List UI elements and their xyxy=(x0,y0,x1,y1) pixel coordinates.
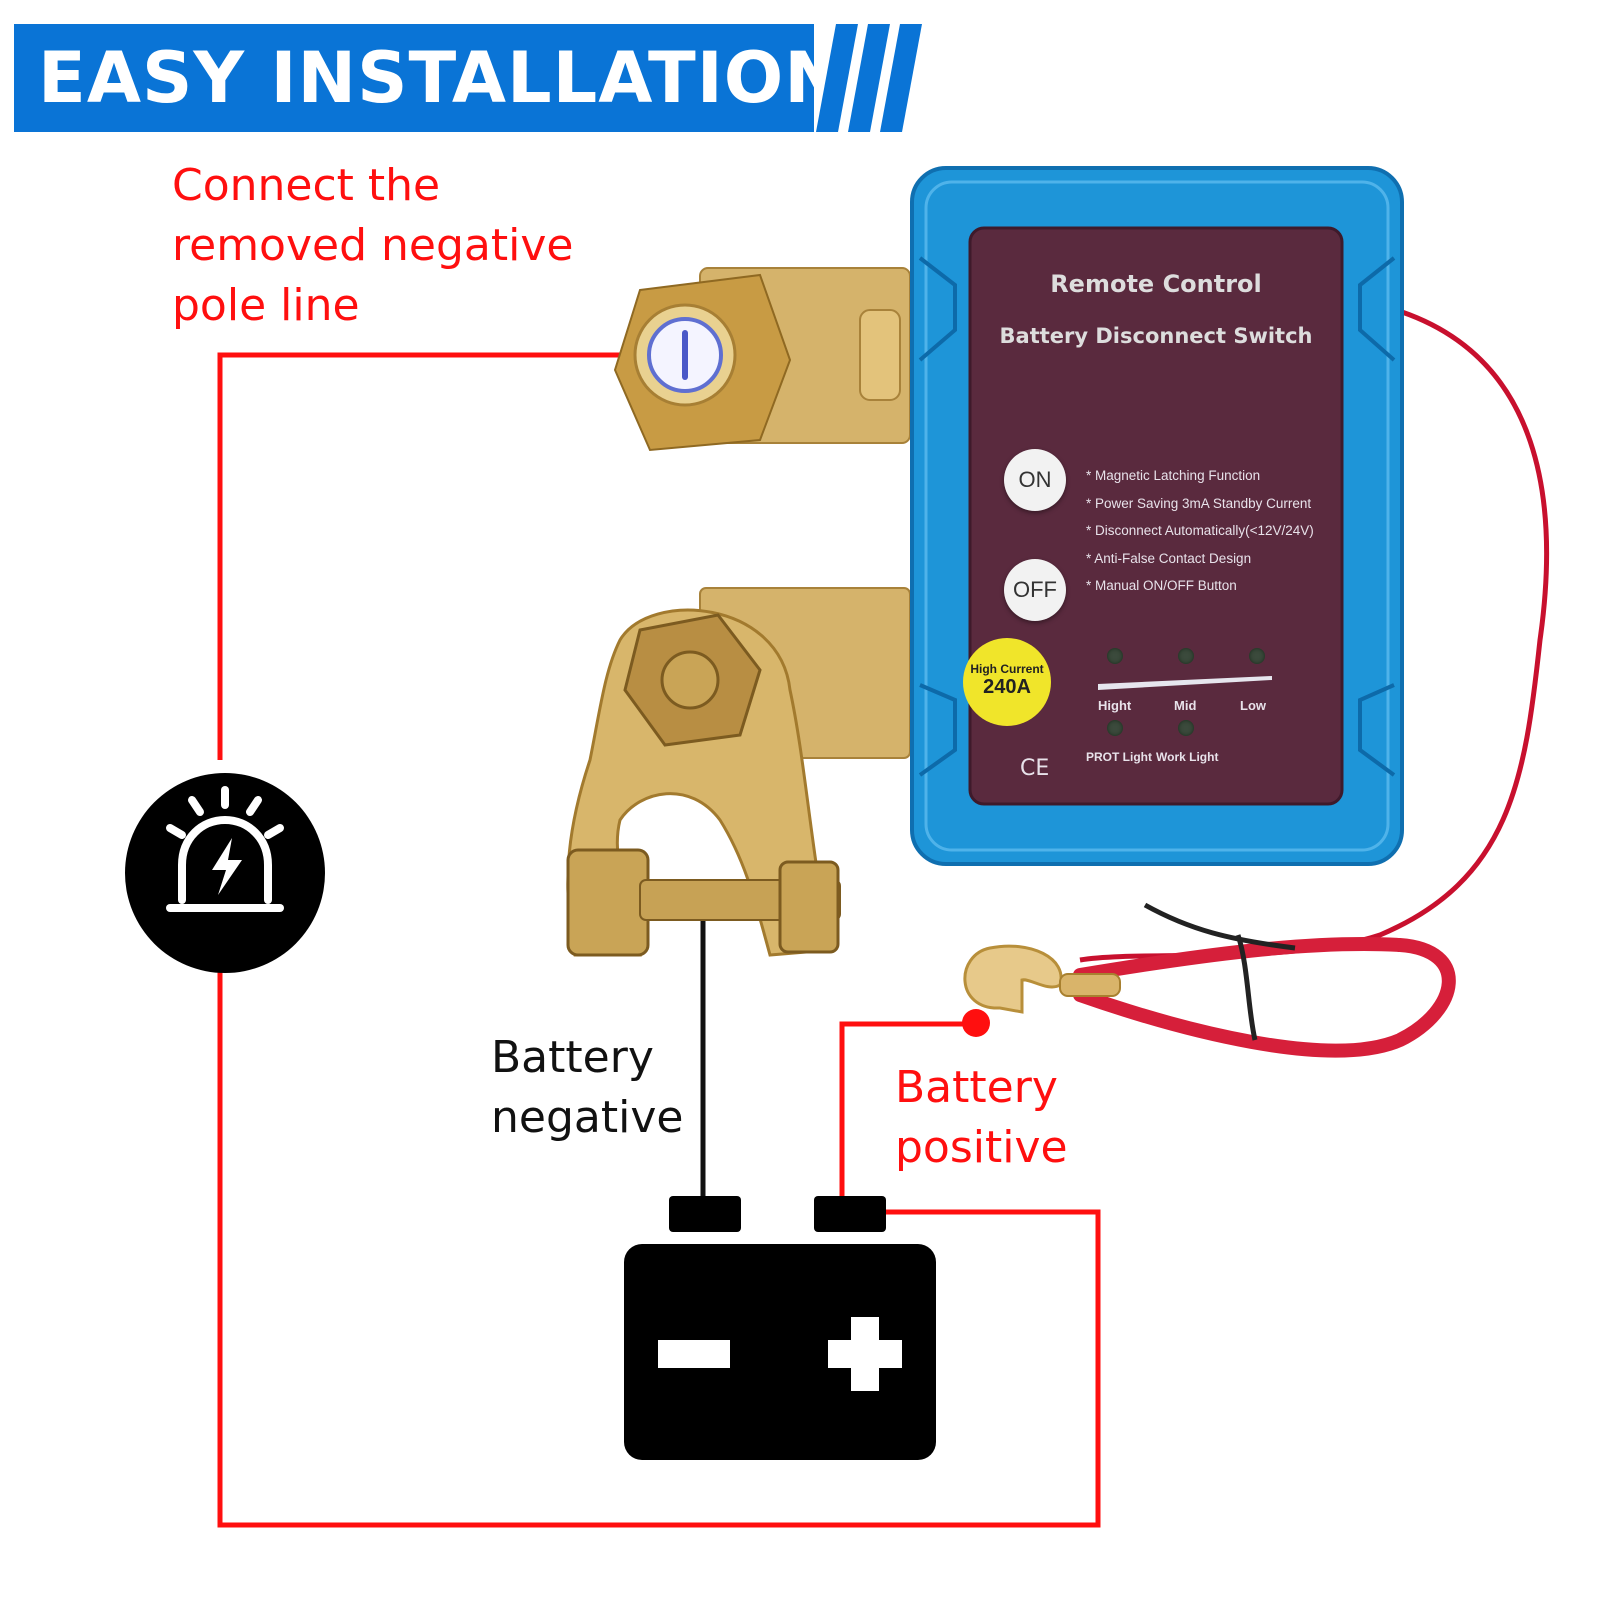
device-ridge-left-top xyxy=(918,256,957,362)
level-bar xyxy=(1098,676,1272,690)
level-mid: Mid xyxy=(1174,698,1197,713)
clamp-nut-right xyxy=(778,860,840,954)
device-panel xyxy=(968,226,1344,806)
wire-return-loop xyxy=(217,960,1101,1528)
work-light-label: Work Light xyxy=(1156,750,1219,764)
clamp-bolt-left xyxy=(566,848,650,957)
label-battery-negative: Battery negative xyxy=(491,1032,684,1143)
wire-battery-positive xyxy=(839,1021,975,1196)
coiled-red-cable xyxy=(1073,937,1456,1058)
on-button[interactable]: ON xyxy=(1004,449,1066,511)
feature-item: * Magnetic Latching Function xyxy=(1086,468,1261,483)
device-title: Remote Control xyxy=(1050,270,1262,298)
feature-list: * Magnetic Latching Function * Power Sav… xyxy=(1086,462,1314,600)
feature-item: * Disconnect Automatically(<12V/24V) xyxy=(1086,523,1314,538)
high-current-badge: High Current 240A xyxy=(963,638,1051,726)
alarm-light-icon xyxy=(166,786,284,912)
battery-icon xyxy=(624,1244,936,1460)
battery-terminal-positive xyxy=(814,1196,886,1232)
cable-tie xyxy=(1143,902,1296,951)
device-body-trim xyxy=(924,180,1390,852)
ring-terminal xyxy=(963,944,1063,1014)
indicator-hight xyxy=(1107,648,1123,664)
label-battery-positive: Battery positive xyxy=(895,1062,1068,1173)
level-hight: Hight xyxy=(1098,698,1132,713)
device-ridge-left-bottom xyxy=(918,683,957,777)
title-banner: EASY INSTALLATION xyxy=(14,24,843,132)
indicator-work-light xyxy=(1178,720,1194,736)
battery-terminal-negative xyxy=(669,1196,741,1232)
indicator-prot-light xyxy=(1107,720,1123,736)
badge-line1: High Current xyxy=(970,662,1044,676)
terminal-crimp xyxy=(1059,973,1121,997)
device-subtitle: Battery Disconnect Switch xyxy=(999,324,1313,348)
banner-slash-2 xyxy=(848,24,890,132)
alarm-icon-circle xyxy=(125,773,325,973)
label-negative-pole-line: Connect the removed negative pole line xyxy=(172,160,574,331)
wire-negative-pole-line xyxy=(217,352,640,760)
battery-minus-sign xyxy=(658,1340,730,1368)
connection-dot-positive xyxy=(962,1009,990,1037)
device-ridge-right-top xyxy=(1358,256,1396,362)
level-low: Low xyxy=(1240,698,1266,713)
clamp-bolt-head xyxy=(660,650,720,710)
alarm-bolt xyxy=(212,838,242,895)
banner-slash-1 xyxy=(816,24,858,132)
brass-post-top xyxy=(859,309,901,401)
feature-item: * Anti-False Contact Design xyxy=(1086,550,1252,566)
banner-slash-3 xyxy=(880,24,922,132)
feature-item: * Power Saving 3mA Standby Current xyxy=(1086,495,1312,511)
battery-plus-vertical xyxy=(851,1317,879,1391)
indicator-mid xyxy=(1178,648,1194,664)
prot-light-label: PROT Light xyxy=(1086,750,1152,764)
cable-tie-2 xyxy=(1235,934,1258,1041)
off-button[interactable]: OFF xyxy=(1004,559,1066,621)
feature-item: * Manual ON/OFF Button xyxy=(1086,578,1237,593)
ce-mark: CE xyxy=(1020,756,1050,781)
badge-line2: 240A xyxy=(983,676,1031,698)
banner-title: EASY INSTALLATION xyxy=(38,37,844,119)
device-ridge-right-bottom xyxy=(1358,683,1396,777)
indicator-low xyxy=(1249,648,1265,664)
